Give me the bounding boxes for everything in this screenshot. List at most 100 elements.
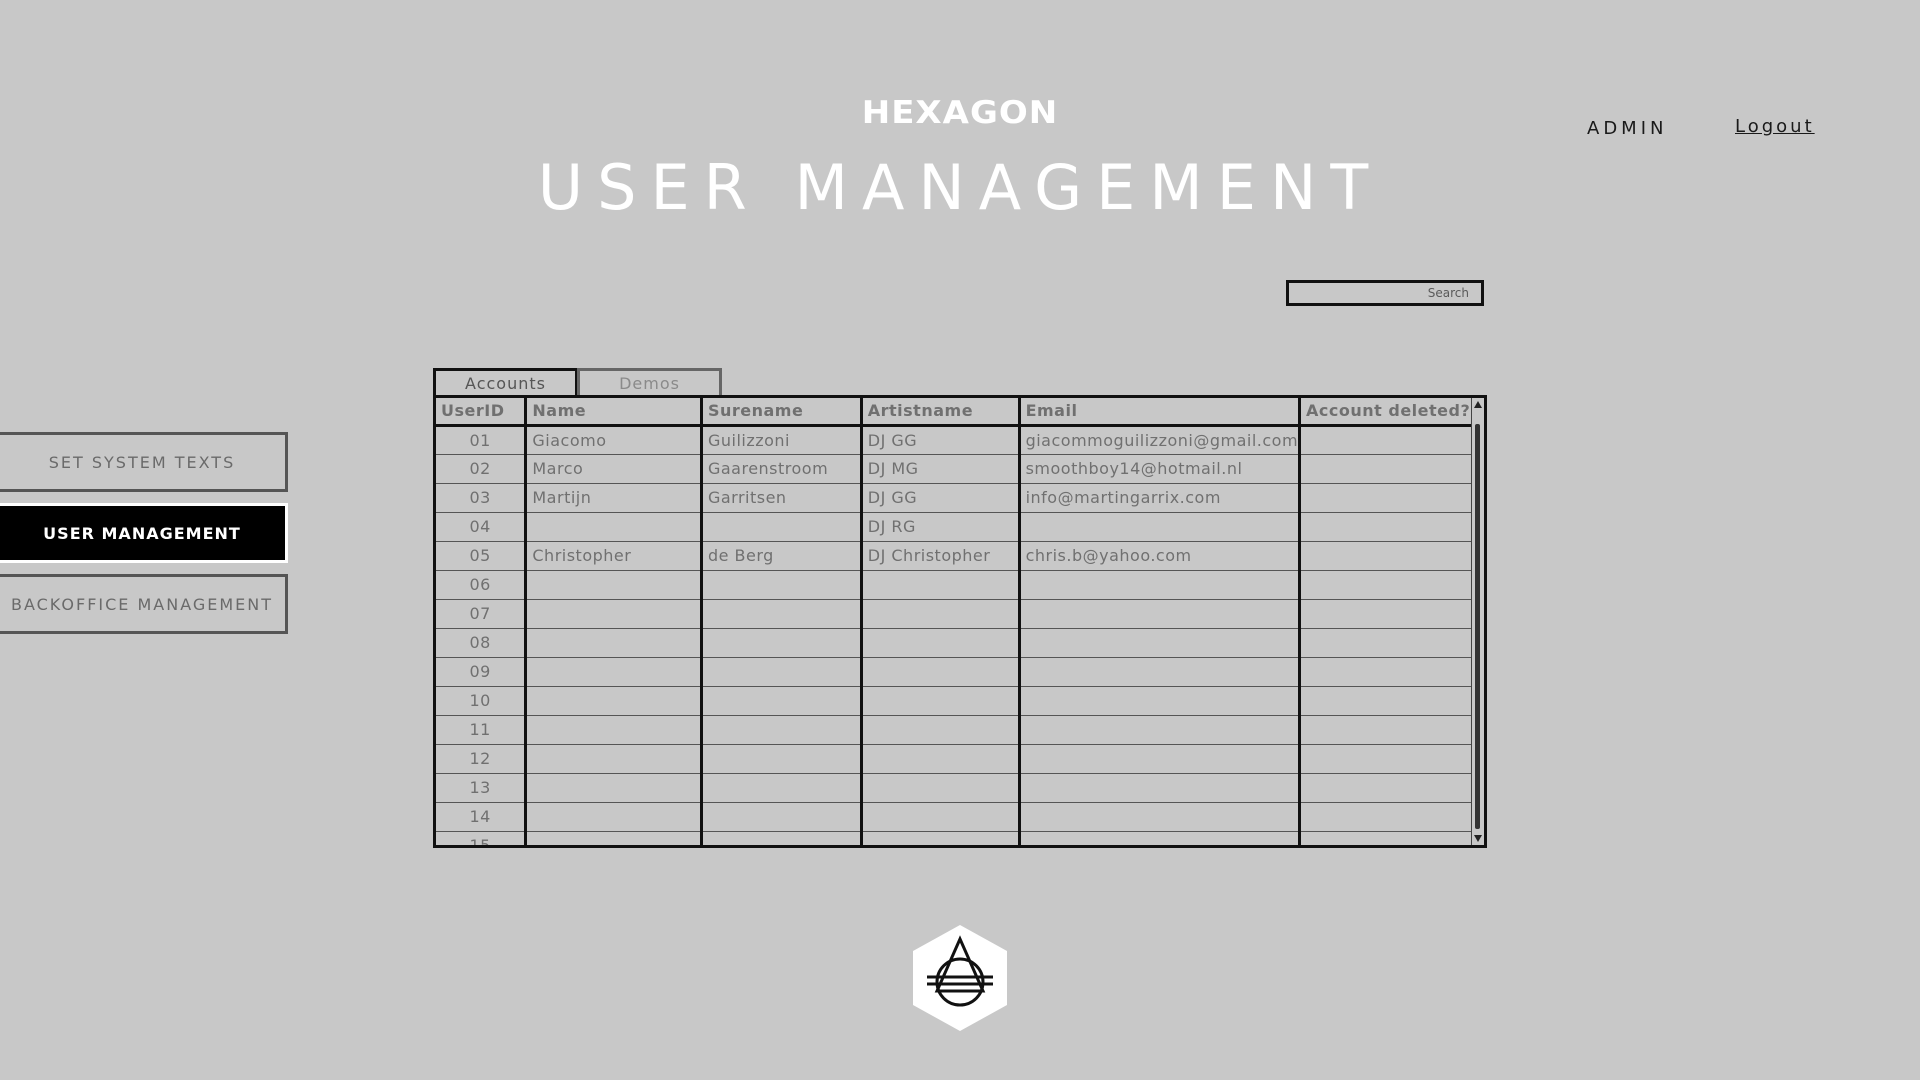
cell-account-deleted[interactable] bbox=[1299, 570, 1484, 600]
scroll-down-button[interactable] bbox=[1473, 833, 1483, 844]
cell-name[interactable]: Martijn bbox=[525, 483, 703, 513]
cell-name[interactable]: Marco bbox=[525, 454, 703, 484]
cell-surename[interactable]: Garritsen bbox=[701, 483, 863, 513]
cell-artistname[interactable] bbox=[861, 686, 1021, 716]
cell-email[interactable] bbox=[1019, 773, 1302, 803]
sidebar-item-set-system-texts[interactable]: SET SYSTEM TEXTS bbox=[0, 432, 288, 492]
cell-account-deleted[interactable] bbox=[1299, 541, 1484, 571]
cell-email[interactable]: smoothboy14@hotmail.nl bbox=[1019, 454, 1302, 484]
cell-artistname[interactable] bbox=[861, 570, 1021, 600]
cell-surename[interactable]: de Berg bbox=[701, 541, 863, 571]
cell-artistname[interactable] bbox=[861, 599, 1021, 629]
table-scrollbar[interactable] bbox=[1471, 398, 1484, 845]
cell-email[interactable] bbox=[1019, 715, 1302, 745]
cell-email[interactable] bbox=[1019, 686, 1302, 716]
table-row[interactable]: 06 bbox=[436, 570, 1484, 600]
cell-account-deleted[interactable] bbox=[1299, 686, 1484, 716]
table-row[interactable]: 15 bbox=[436, 831, 1484, 845]
cell-userid[interactable]: 01 bbox=[436, 425, 528, 455]
cell-email[interactable] bbox=[1019, 802, 1302, 832]
cell-surename[interactable] bbox=[701, 599, 863, 629]
cell-name[interactable] bbox=[525, 599, 703, 629]
cell-email[interactable] bbox=[1019, 657, 1302, 687]
cell-account-deleted[interactable] bbox=[1299, 483, 1484, 513]
column-header-name[interactable]: Name bbox=[525, 398, 703, 427]
cell-userid[interactable]: 02 bbox=[436, 454, 528, 484]
cell-name[interactable] bbox=[525, 657, 703, 687]
cell-name[interactable] bbox=[525, 628, 703, 658]
cell-userid[interactable]: 14 bbox=[436, 802, 528, 832]
cell-name[interactable] bbox=[525, 686, 703, 716]
cell-userid[interactable]: 09 bbox=[436, 657, 528, 687]
cell-artistname[interactable] bbox=[861, 744, 1021, 774]
cell-artistname[interactable] bbox=[861, 628, 1021, 658]
cell-artistname[interactable]: DJ RG bbox=[861, 512, 1021, 542]
cell-name[interactable] bbox=[525, 773, 703, 803]
cell-surename[interactable]: Guilizzoni bbox=[701, 425, 863, 455]
tab-accounts[interactable]: Accounts bbox=[433, 368, 578, 396]
cell-userid[interactable]: 15 bbox=[436, 831, 528, 845]
cell-account-deleted[interactable] bbox=[1299, 512, 1484, 542]
table-row[interactable]: 09 bbox=[436, 657, 1484, 687]
cell-account-deleted[interactable] bbox=[1299, 831, 1484, 845]
cell-email[interactable]: giacommoguilizzoni@gmail.com bbox=[1019, 425, 1302, 455]
cell-userid[interactable]: 08 bbox=[436, 628, 528, 658]
cell-surename[interactable] bbox=[701, 773, 863, 803]
cell-artistname[interactable]: DJ MG bbox=[861, 454, 1021, 484]
table-row[interactable]: 10 bbox=[436, 686, 1484, 716]
cell-userid[interactable]: 11 bbox=[436, 715, 528, 745]
cell-name[interactable] bbox=[525, 744, 703, 774]
cell-account-deleted[interactable] bbox=[1299, 773, 1484, 803]
cell-userid[interactable]: 13 bbox=[436, 773, 528, 803]
cell-surename[interactable] bbox=[701, 657, 863, 687]
table-row[interactable]: 07 bbox=[436, 599, 1484, 629]
table-row[interactable]: 13 bbox=[436, 773, 1484, 803]
cell-email[interactable] bbox=[1019, 512, 1302, 542]
cell-name[interactable] bbox=[525, 512, 703, 542]
cell-artistname[interactable] bbox=[861, 773, 1021, 803]
cell-surename[interactable] bbox=[701, 831, 863, 845]
cell-artistname[interactable] bbox=[861, 802, 1021, 832]
cell-name[interactable] bbox=[525, 570, 703, 600]
cell-artistname[interactable] bbox=[861, 657, 1021, 687]
cell-artistname[interactable]: DJ Christopher bbox=[861, 541, 1021, 571]
cell-artistname[interactable] bbox=[861, 715, 1021, 745]
cell-name[interactable]: Christopher bbox=[525, 541, 703, 571]
cell-name[interactable] bbox=[525, 802, 703, 832]
cell-email[interactable] bbox=[1019, 599, 1302, 629]
cell-account-deleted[interactable] bbox=[1299, 715, 1484, 745]
search-input[interactable] bbox=[1289, 283, 1481, 303]
cell-userid[interactable]: 10 bbox=[436, 686, 528, 716]
cell-surename[interactable] bbox=[701, 628, 863, 658]
cell-name[interactable] bbox=[525, 715, 703, 745]
cell-surename[interactable] bbox=[701, 686, 863, 716]
cell-account-deleted[interactable] bbox=[1299, 425, 1484, 455]
cell-account-deleted[interactable] bbox=[1299, 802, 1484, 832]
table-row[interactable]: 11 bbox=[436, 715, 1484, 745]
scroll-thumb[interactable] bbox=[1475, 424, 1480, 829]
cell-surename[interactable] bbox=[701, 744, 863, 774]
sidebar-item-backoffice-management[interactable]: BACKOFFICE MANAGEMENT bbox=[0, 574, 288, 634]
cell-surename[interactable] bbox=[701, 715, 863, 745]
cell-userid[interactable]: 06 bbox=[436, 570, 528, 600]
cell-userid[interactable]: 03 bbox=[436, 483, 528, 513]
scroll-up-button[interactable] bbox=[1473, 399, 1483, 410]
column-header-email[interactable]: Email bbox=[1019, 398, 1302, 427]
tab-demos[interactable]: Demos bbox=[577, 368, 722, 396]
table-row[interactable]: 04 DJ RG bbox=[436, 512, 1484, 542]
cell-surename[interactable] bbox=[701, 512, 863, 542]
logout-link[interactable]: Logout bbox=[1735, 116, 1815, 137]
cell-email[interactable] bbox=[1019, 831, 1302, 845]
cell-account-deleted[interactable] bbox=[1299, 599, 1484, 629]
cell-userid[interactable]: 04 bbox=[436, 512, 528, 542]
column-header-artistname[interactable]: Artistname bbox=[861, 398, 1021, 427]
table-row[interactable]: 14 bbox=[436, 802, 1484, 832]
table-row[interactable]: 08 bbox=[436, 628, 1484, 658]
cell-userid[interactable]: 12 bbox=[436, 744, 528, 774]
cell-email[interactable] bbox=[1019, 628, 1302, 658]
cell-email[interactable] bbox=[1019, 570, 1302, 600]
cell-account-deleted[interactable] bbox=[1299, 657, 1484, 687]
